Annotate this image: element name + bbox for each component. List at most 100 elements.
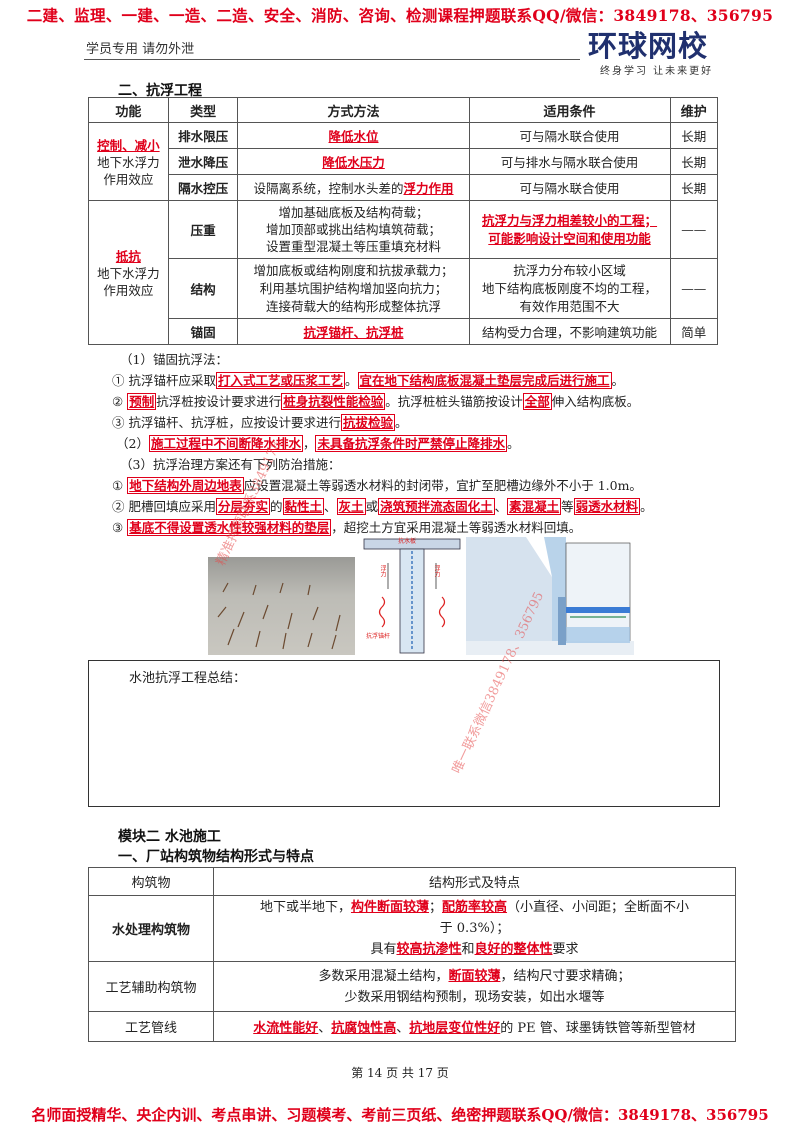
structure-table: 构筑物 结构形式及特点 水处理构筑物 地下或半地下，构件断面较薄；配筋率较高（小…	[88, 867, 736, 1042]
text: ①	[112, 478, 124, 493]
col-header: 方式方法	[237, 97, 470, 123]
text: 。	[611, 373, 625, 388]
maintenance-cell: 长期	[669, 174, 719, 201]
note-line: （3）抗浮治理方案还有下列防治措施：	[120, 457, 341, 472]
text: 。	[507, 436, 520, 451]
header-divider	[84, 59, 580, 60]
note-line: ① 地下结构外周边地表应设置混凝土等弱透水材料的封闭带，宜扩至肥槽边缘外不小于 …	[112, 475, 716, 496]
col-header: 功能	[88, 97, 169, 123]
feature-line: 于 0.3%）；	[439, 921, 510, 936]
method-cell: 增加底板或结构刚度和抗拔承载力； 利用基坑围护结构增加竖向抗力； 连接荷载大的结…	[237, 258, 470, 319]
method-line: 利用基坑围护结构增加竖向抗力；	[259, 280, 448, 296]
condition-line: 有效作用范围不大	[519, 298, 620, 314]
text: 或	[365, 499, 379, 514]
text: 的 PE 管、球墨铸铁管等新型管材	[500, 1021, 696, 1036]
keypoint: 打入式工艺或压浆工艺	[215, 372, 345, 389]
keypoint: 良好的整体性	[474, 942, 553, 957]
col-header: 适用条件	[468, 97, 671, 123]
keypoint: 素混凝土	[507, 498, 562, 515]
keypoint: 施工过程中不间断降水排水	[148, 435, 303, 452]
text: 、	[494, 499, 508, 514]
text: ；	[428, 900, 442, 915]
anti-float-notes: （1）锚固抗浮法： ① 抗浮锚杆应采取打入式工艺或压浆工艺。宜在地下结构底板混凝…	[112, 349, 716, 538]
anchor-diagram: 抗水板 浮力 浮力 抗浮锚杆	[362, 537, 462, 655]
structure-name-cell: 水处理构筑物	[88, 895, 214, 962]
section-diagram-graphic	[466, 537, 634, 657]
maintenance-cell: 简单	[669, 318, 719, 345]
text: 。	[345, 373, 358, 388]
keypoint: 水流性能好	[253, 1021, 319, 1036]
logo: 环球网校 终身学习 让未来更好	[588, 30, 738, 77]
condition-cell: 抗浮力分布较小区域 地下结构底板刚度不均的工程， 有效作用范围不大	[468, 258, 671, 319]
text: ③ 抗浮锚杆、抗浮桩，应按设计要求进行	[112, 415, 341, 430]
diagram-label: 浮力	[433, 565, 440, 577]
section-diagram	[466, 537, 634, 657]
diagram-label: 浮力	[379, 565, 386, 577]
section-title-structures: 一、厂站构筑物结构形式与特点	[118, 849, 314, 865]
note-line: ② 预制抗浮桩按设计要求进行桩身抗裂性能检验。抗浮桩桩头锚筋按设计全部伸入结构底…	[112, 391, 716, 412]
text: 等	[561, 499, 574, 514]
condition-key: 抗浮力与浮力相差较小的工程；	[482, 212, 658, 228]
maintenance-cell: ——	[669, 200, 719, 259]
keypoint: 配筋率较高	[442, 900, 508, 915]
anchor-diagram-graphic	[363, 538, 461, 654]
keypoint: 预制	[127, 393, 157, 410]
text: 的	[270, 499, 283, 514]
logo-slogan: 终身学习 让未来更好	[600, 66, 714, 77]
text: ，	[302, 436, 316, 451]
feature-line: 少数采用钢结构预制，现场安装，如出水堰等	[344, 989, 605, 1005]
module-title: 模块二 水池施工	[118, 829, 221, 845]
text: ② 肥槽回填应采用	[112, 499, 216, 514]
keypoint: 地下结构外周边地表	[127, 477, 244, 494]
keypoint: 宜在地下结构底板混凝土垫层完成后进行施工	[357, 372, 612, 389]
function-key: 控制、减小	[97, 138, 160, 153]
page-number: 第 14 页 共 17 页	[351, 1066, 449, 1080]
structure-name-cell: 工艺管线	[88, 1011, 214, 1042]
keypoint: 较高抗渗性	[396, 942, 462, 957]
text: 。	[395, 415, 408, 430]
structure-name-cell: 工艺辅助构筑物	[88, 961, 214, 1012]
col-header: 类型	[167, 97, 239, 123]
keypoint: 灰土	[336, 498, 366, 515]
text: 多数采用混凝土结构，	[318, 968, 449, 984]
keypoint: 基底不得设置透水性较强材料的垫层	[127, 519, 332, 536]
keypoint: 抗拔检验	[340, 414, 395, 431]
note-line: ② 肥槽回填应采用分层夯实的黏性土、灰土或浇筑预拌流态固化土、素混凝土等弱透水材…	[112, 496, 716, 517]
method-key: 抗浮锚杆、抗浮桩	[303, 325, 404, 340]
anchor-rod-photo-graphic	[217, 582, 341, 650]
feature-line: 具有较高抗渗性和良好的整体性要求	[218, 939, 731, 960]
col-header: 构筑物	[88, 867, 214, 896]
text: ① 抗浮锚杆应采取	[112, 373, 216, 388]
text: 、	[396, 1021, 410, 1036]
text: 要求	[552, 942, 579, 957]
logo-text: 环球网校	[588, 29, 709, 63]
function-desc: 地下水浮力作用效应	[97, 155, 160, 187]
keypoint: 浇筑预拌流态固化土	[378, 498, 495, 515]
type-cell: 压重	[167, 200, 239, 259]
method-line: 增加底板或结构刚度和抗拔承载力；	[253, 262, 454, 278]
text: ，超挖土方宜采用混凝土等弱透水材料回填。	[331, 520, 582, 535]
col-header: 结构形式及特点	[213, 867, 736, 896]
method-text: 设隔离系统，控制水头差的	[253, 181, 404, 196]
diagram-label: 抗水板	[398, 538, 417, 545]
condition-line: 抗浮力分布较小区域	[513, 262, 626, 278]
condition-cell: 可与排水与隔水联合使用	[468, 148, 671, 175]
summary-box[interactable]: 水池抗浮工程总结：	[88, 660, 720, 807]
text: ②	[112, 394, 124, 409]
condition-cell: 结构受力合理，不影响建筑功能	[468, 318, 671, 345]
function-cell: 抵抗 地下水浮力作用效应	[88, 200, 169, 345]
method-cell: 设隔离系统，控制水头差的浮力作用	[237, 174, 470, 201]
keypoint: 分层夯实	[215, 498, 270, 515]
method-line: 增加顶部或挑出结构填筑荷载；	[266, 222, 442, 237]
text: 。抗浮桩桩头锚筋按设计	[385, 394, 523, 409]
bottom-banner: 名师面授精华、央企内训、考点串讲、习题模考、考前三页纸、绝密押题联系QQ/微信：…	[31, 1106, 769, 1124]
condition-cell: 可与隔水联合使用	[468, 122, 671, 149]
method-key: 浮力作用	[403, 181, 454, 196]
summary-label: 水池抗浮工程总结：	[129, 671, 247, 686]
text: ，结构尺寸要求精确；	[500, 968, 631, 984]
method-cell: 增加基础底板及结构荷载； 增加顶部或挑出结构填筑荷载； 设置重型混凝土等压重填充…	[237, 200, 470, 259]
note-line: ① 抗浮锚杆应采取打入式工艺或压浆工艺。宜在地下结构底板混凝土垫层完成后进行施工…	[112, 370, 716, 391]
note-line: ③ 基底不得设置透水性较强材料的垫层，超挖土方宜采用混凝土等弱透水材料回填。	[112, 517, 716, 538]
text: （2）	[116, 436, 149, 451]
text: 具有	[370, 942, 397, 957]
